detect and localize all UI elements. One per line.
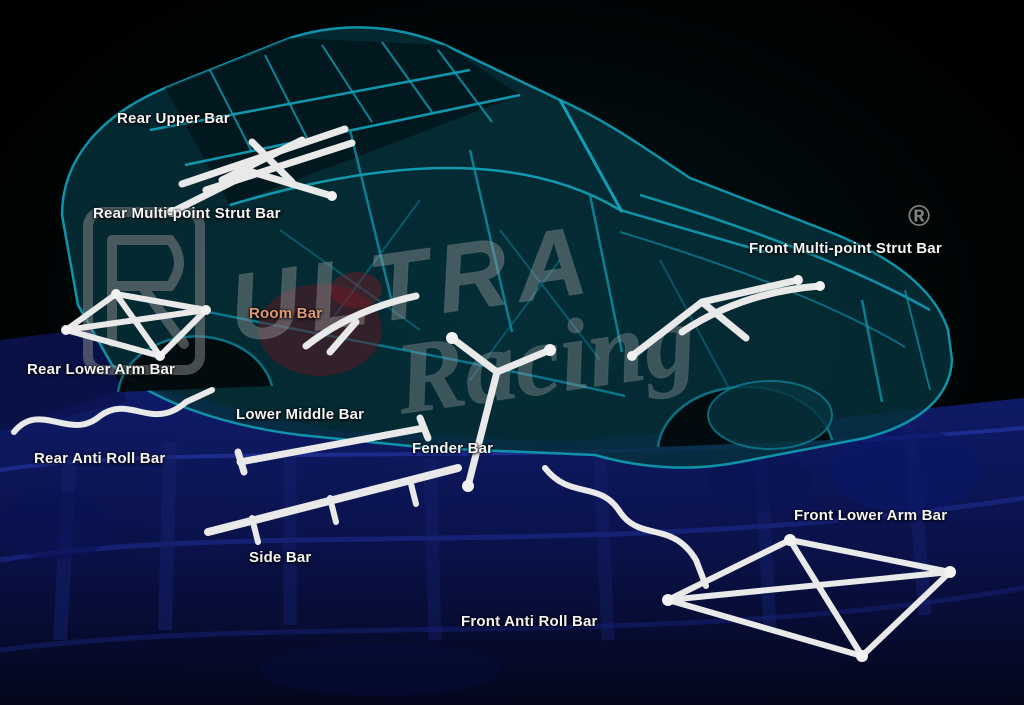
side-bar-part — [204, 464, 462, 545]
watermark: ULTRA Racing — [83, 205, 703, 437]
label-front-multi-point-strut-bar: Front Multi-point Strut Bar — [749, 240, 942, 257]
front-lower-arm-bar-part — [662, 534, 956, 662]
rear-lower-arm-bar-part — [61, 289, 211, 361]
label-rear-anti-roll-bar: Rear Anti Roll Bar — [34, 450, 166, 467]
rear-multi-point-strut-bar-part — [167, 168, 337, 217]
front-multi-point-strut-bar-part — [627, 275, 825, 361]
label-front-lower-arm-bar: Front Lower Arm Bar — [794, 507, 948, 524]
label-rear-multi-point-strut-bar: Rear Multi-point Strut Bar — [93, 205, 281, 222]
strut-bars — [11, 125, 956, 662]
lower-middle-bar-part — [234, 414, 432, 476]
label-lower-middle-bar: Lower Middle Bar — [236, 406, 365, 423]
rear-anti-roll-bar-part — [11, 387, 215, 435]
room-bar-part — [302, 292, 420, 356]
label-rear-lower-arm-bar: Rear Lower Arm Bar — [27, 361, 176, 378]
label-rear-upper-bar: Rear Upper Bar — [117, 110, 230, 127]
label-front-anti-roll-bar: Front Anti Roll Bar — [461, 613, 598, 630]
label-room-bar: Room Bar — [249, 305, 323, 322]
label-side-bar: Side Bar — [249, 549, 312, 566]
fender-bar-part — [446, 332, 556, 492]
under-chassis-frame — [0, 328, 1024, 705]
registered-trademark-symbol: ® — [908, 200, 931, 233]
label-fender-bar: Fender Bar — [412, 440, 494, 457]
front-anti-roll-bar-part — [542, 465, 709, 589]
